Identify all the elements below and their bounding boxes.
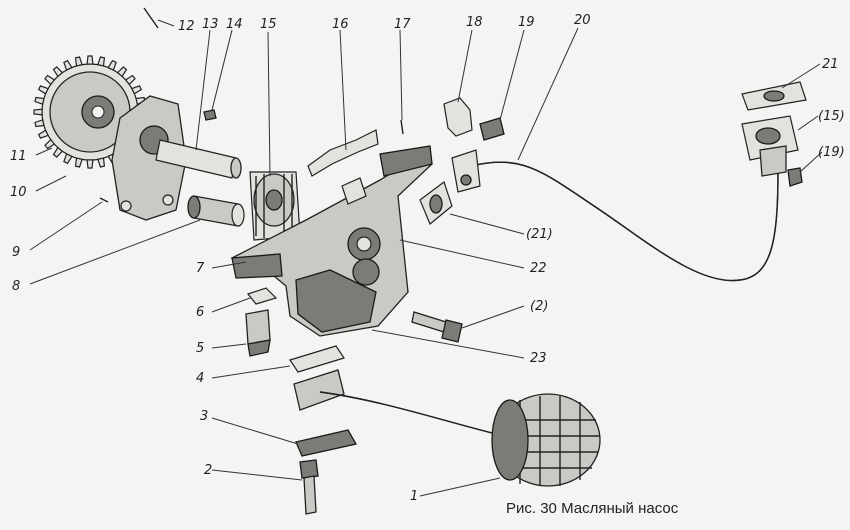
- gear-tooth: [44, 138, 56, 150]
- callout-1: 1: [410, 489, 418, 504]
- key-part: [203, 109, 217, 121]
- pin-12-part: [143, 7, 159, 29]
- intake-pipe-part: [293, 369, 601, 487]
- gear-tooth: [37, 129, 49, 139]
- callout-19: 19: [518, 15, 535, 30]
- callout-9: 9: [12, 245, 20, 260]
- pin-17-part: [400, 119, 404, 135]
- callout-2-ref: (2): [530, 299, 548, 314]
- gear-tooth: [52, 146, 64, 158]
- gear-tooth: [63, 153, 73, 165]
- gear-tooth: [34, 119, 45, 128]
- callout-15: 15: [260, 17, 277, 32]
- callout-23: 23: [530, 351, 547, 366]
- gear-tooth: [86, 159, 94, 169]
- bushing-part: [187, 195, 245, 227]
- gear-tooth: [97, 56, 106, 67]
- leader-lines: [29, 19, 823, 497]
- callout-17: 17: [394, 17, 411, 32]
- callout-19-ref: (19): [818, 145, 845, 160]
- callout-21: 21: [822, 57, 839, 72]
- callout-6: 6: [196, 305, 204, 320]
- gear-tooth: [34, 96, 45, 105]
- callout-22: 22: [530, 261, 547, 276]
- flange-15r-part: [741, 115, 799, 177]
- bolt-2-part: [299, 459, 319, 515]
- callout-8: 8: [12, 279, 20, 294]
- callout-20: 20: [574, 13, 591, 28]
- callout-16: 16: [332, 17, 349, 32]
- gasket-3-part: [295, 429, 358, 457]
- callout-18: 18: [466, 15, 483, 30]
- gear-tooth: [33, 108, 43, 116]
- bolt-19-part: [479, 117, 505, 141]
- pump-gear-part: [249, 171, 301, 241]
- gear-tooth: [116, 66, 128, 78]
- callout-5: 5: [196, 341, 204, 356]
- gear-tooth: [52, 66, 64, 78]
- gear-tooth: [86, 55, 94, 65]
- clamp-part: [443, 97, 473, 137]
- callout-4: 4: [196, 371, 204, 386]
- callout-21-ref: (21): [526, 227, 553, 242]
- callout-14: 14: [226, 17, 243, 32]
- bolt-2r-part: [411, 311, 463, 343]
- callout-10: 10: [10, 185, 27, 200]
- callout-12: 12: [178, 19, 195, 34]
- gasket-4-part: [289, 345, 345, 373]
- figure-caption: Рис. 30 Масляный насос: [506, 500, 679, 517]
- gear-tooth: [97, 157, 106, 168]
- gear-tooth: [74, 157, 83, 168]
- callout-7: 7: [196, 261, 205, 276]
- callout-2: 2: [204, 463, 212, 478]
- callout-13: 13: [202, 17, 219, 32]
- callout-15-ref: (15): [818, 109, 845, 124]
- gear-tooth: [37, 85, 49, 95]
- gasket-16-part: [307, 129, 379, 177]
- gear-tooth: [44, 74, 56, 86]
- gear-tooth: [131, 85, 143, 95]
- callout-labels: 11 10 9 8 12 13 14 15 16 17 18 19 20 21 …: [10, 13, 845, 504]
- drive-housing-part: [111, 95, 187, 221]
- gear-tooth: [107, 59, 117, 71]
- pin-9-part: [99, 197, 109, 203]
- washer-6-part: [246, 287, 278, 305]
- gear-tooth: [74, 56, 83, 67]
- pump-body-part: [230, 145, 433, 337]
- screw-5-part: [245, 309, 271, 357]
- shaft-part: [155, 139, 242, 179]
- callout-3: 3: [200, 409, 208, 424]
- callout-11: 11: [10, 149, 27, 164]
- bolt-19r-part: [787, 167, 803, 187]
- gear-tooth: [63, 59, 73, 71]
- oil-pipe-part: [451, 149, 779, 282]
- gear-tooth: [124, 74, 136, 86]
